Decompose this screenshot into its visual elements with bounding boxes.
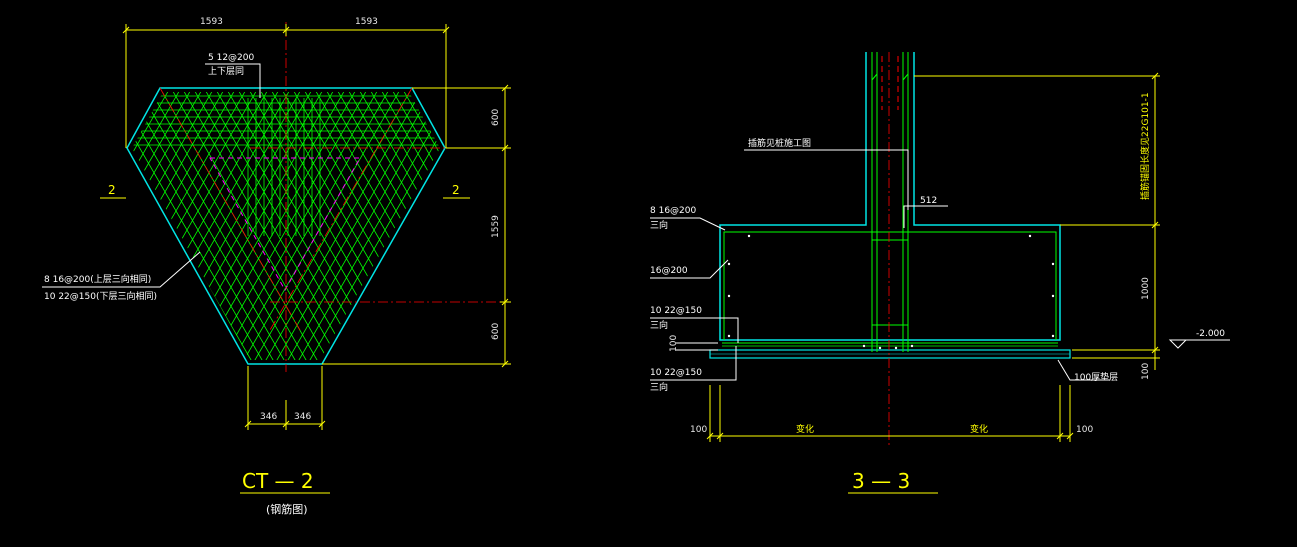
label-side-rebar-2: 10 22@150(下层三向相同): [44, 290, 157, 302]
label-col-dim: 512: [920, 196, 937, 206]
rebar-diagonal-b: [132, 92, 382, 360]
dim-100-small: 100: [669, 335, 679, 352]
span-left: 变化: [796, 423, 814, 435]
label-bottom-rebar-1a: 10 22@150: [650, 306, 702, 316]
rebar-diagonal-b: [223, 92, 440, 360]
elevation-mark: [1168, 339, 1230, 349]
section-bottom-dims: [706, 385, 1074, 442]
dim-bottom-right: 346: [294, 412, 311, 422]
centerline-diagonal-b: [269, 87, 413, 331]
rebar-diagonal-b: [190, 92, 440, 360]
rebar-diagonal-b: [132, 92, 338, 360]
leader-top-rebar: [205, 63, 261, 98]
label-side-rebar-1: 8 16@200(上层三向相同): [44, 273, 151, 285]
top-dimension: [122, 24, 450, 148]
rebar-diagonal-b: [168, 92, 440, 360]
rebar-diagonal-b: [132, 92, 404, 360]
centerline-diagonal-a: [159, 87, 301, 331]
rebar-diagonal-b: [157, 92, 440, 360]
rebar-diagonal-b: [132, 92, 360, 360]
bottom-dimension: [244, 366, 326, 430]
column-red-marks: [881, 56, 899, 110]
label-bottom-rebar-1b: 三向: [650, 319, 668, 331]
rebar-diagonal-b: [132, 92, 349, 360]
dim-right-600-bottom: 600: [491, 323, 501, 340]
right-dimension: [322, 84, 511, 368]
dim-top-left: 1593: [200, 17, 223, 27]
label-top-rebar-1: 8 16@200: [650, 206, 696, 216]
rebar-diagonal-b: [179, 92, 440, 360]
column-outline: [719, 52, 1061, 341]
section-right-dims: [914, 72, 1160, 370]
leader-side-rebar: [42, 251, 201, 288]
dim-right-600-top: 600: [491, 109, 501, 126]
rebar-diagonal-b: [146, 92, 440, 360]
label-top-rebar-2: 上下层同: [208, 66, 244, 77]
elevation-value: -2.000: [1196, 329, 1225, 339]
dim-top-right: 1593: [355, 17, 378, 27]
dim-100-right: 100: [1076, 425, 1093, 435]
rebar-diagonal-b: [212, 92, 440, 360]
pile-outline-hidden: [209, 157, 361, 292]
rebar-diagonal-b: [234, 92, 440, 360]
small-dim-left: [676, 342, 718, 351]
rebar-dots: [727, 234, 1055, 350]
vertical-anchor-note: 插筋锚固长度见22G101-1: [1139, 92, 1151, 200]
title-ct2: CT — 2: [242, 469, 314, 493]
rebar-diagonal-b: [132, 92, 371, 360]
dim-100-vertical: 100: [1141, 363, 1151, 380]
dim-right-1559: 1559: [491, 215, 501, 238]
rebar-diagonal-b: [132, 92, 426, 360]
section-mark-left: 2: [108, 183, 116, 197]
label-pad: 100厚垫层: [1074, 371, 1118, 383]
dim-100-left: 100: [690, 425, 707, 435]
label-side-rebar: 16@200: [650, 266, 688, 276]
label-top-rebar-1: 5 12@200: [208, 53, 254, 63]
cap-rebar-top: [723, 231, 1057, 340]
section-mark-right: 2: [452, 183, 460, 197]
title-section-3-3: 3 — 3: [852, 469, 910, 493]
dim-1000: 1000: [1141, 277, 1151, 300]
label-bottom-rebar-2a: 10 22@150: [650, 368, 702, 378]
section-view-3-3: 插筋锚固长度见22G101-1 1000 100 -2.000 100 100 …: [650, 52, 1230, 494]
label-column-note: 插筋见桩施工图: [748, 137, 811, 149]
dim-bottom-left: 346: [260, 412, 277, 422]
rebar-diagonal-b: [201, 92, 440, 360]
label-top-rebar-2: 三向: [650, 219, 668, 231]
section-leaders: [650, 149, 1110, 381]
label-bottom-rebar-2b: 三向: [650, 381, 668, 393]
span-right: 变化: [970, 423, 988, 435]
subtitle-rebar-drawing: (钢筋图): [266, 502, 308, 516]
